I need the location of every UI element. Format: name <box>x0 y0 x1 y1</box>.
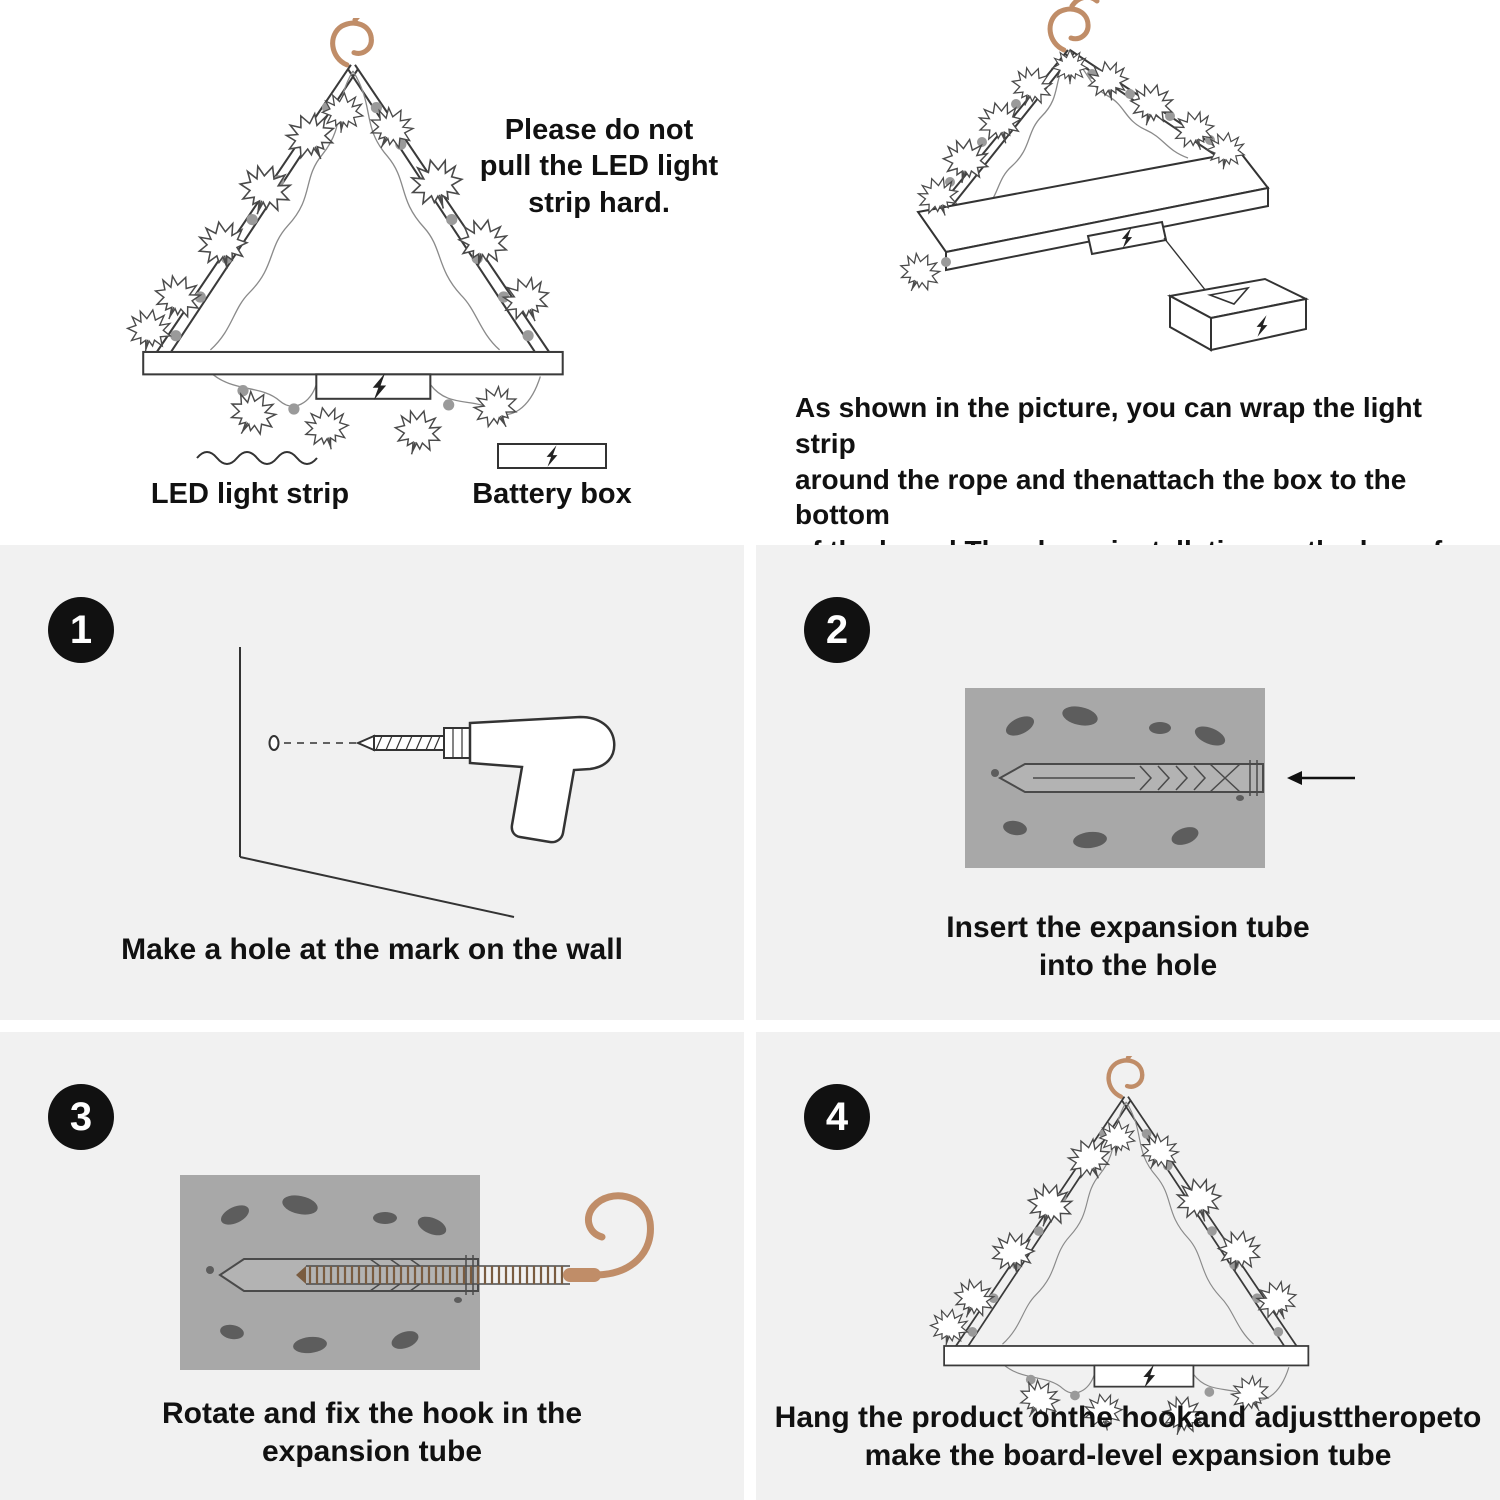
step-caption: Insert the expansion tube into the hole <box>946 911 1310 982</box>
step-caption: Rotate and fix the hook in the expansion… <box>161 1397 582 1468</box>
step-number-badge: 3 <box>48 1084 114 1150</box>
step-number-badge: 1 <box>48 597 114 663</box>
step-caption: Make a hole at the mark on the wall <box>121 932 623 966</box>
hanging-product-illustration <box>898 1056 1358 1445</box>
step-caption: Hang the product onthe hookand adjustthe… <box>774 1401 1482 1472</box>
legend-battery-label: Battery box <box>472 478 632 510</box>
wavy-line-icon <box>196 451 318 465</box>
warning-note: Please do not pull the LED light strip h… <box>479 114 719 219</box>
drill-illustration <box>239 647 616 918</box>
wrapped-light-strip-illustration <box>892 0 1310 352</box>
screw-thread <box>296 1265 570 1285</box>
battery-box-3d <box>1166 277 1310 352</box>
expansion-tube-illustration <box>965 688 1355 868</box>
expansion-tube-icon <box>218 1255 479 1295</box>
step-number-badge: 4 <box>804 1084 870 1150</box>
step-2-panel: 2 <box>756 545 1500 1020</box>
drill-icon <box>355 715 616 844</box>
hanging-shelf-illustration <box>90 18 620 466</box>
step-3-panel: 3 <box>0 1032 744 1500</box>
step-number-badge: 2 <box>804 597 870 663</box>
hook-icon <box>563 1192 654 1282</box>
step-1-panel: 1 Make a hole at the mark on the wall <box>0 545 744 1020</box>
expansion-tube-icon <box>997 760 1264 796</box>
arrow-left-icon <box>1287 771 1355 785</box>
legend-led-label: LED light strip <box>150 478 350 510</box>
step-4-panel: 4 Hang the product onthe hookand adjustt… <box>756 1032 1500 1500</box>
battery-box-icon <box>497 443 607 469</box>
hook-in-tube-illustration <box>180 1175 654 1370</box>
